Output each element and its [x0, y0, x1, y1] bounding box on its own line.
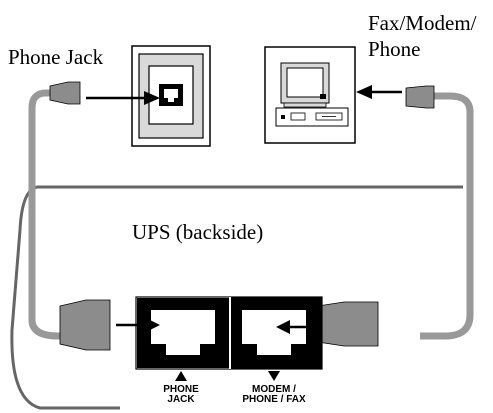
fax-modem-phone-label-line2: Phone: [368, 37, 421, 61]
rj11-connector-icon: [59, 299, 111, 351]
arrow-icon: [356, 85, 402, 99]
rj11-connector-icon: [317, 301, 379, 347]
ups-label: UPS (backside): [132, 220, 264, 244]
phone-jack-label: Phone Jack: [8, 45, 104, 69]
modem-port-label-line1: MODEM /: [252, 384, 296, 395]
rj11-connector-icon: [405, 85, 435, 109]
phone-jack-port-label-line1: PHONE: [163, 384, 199, 395]
ups-port-panel: [135, 296, 323, 370]
phone-jack-port-label-line2: JACK: [167, 394, 195, 405]
ups-outline: [10, 185, 463, 410]
phone-jack-port: [151, 310, 215, 355]
arrow-icon: [276, 320, 314, 334]
computer-icon: [264, 46, 356, 144]
up-triangle-icon: [175, 371, 187, 381]
arrow-icon: [86, 91, 160, 105]
rj11-connector-icon: [49, 81, 81, 105]
right-phone-cable: [420, 92, 474, 340]
arrow-icon: [116, 318, 160, 332]
fax-modem-phone-label-line1: Fax/Modem/: [368, 11, 477, 35]
down-triangle-icon: [268, 371, 280, 381]
left-phone-cable: [28, 89, 68, 340]
phone-jack-icon: [131, 45, 211, 147]
modem-port-label-line2: PHONE / FAX: [242, 394, 306, 405]
